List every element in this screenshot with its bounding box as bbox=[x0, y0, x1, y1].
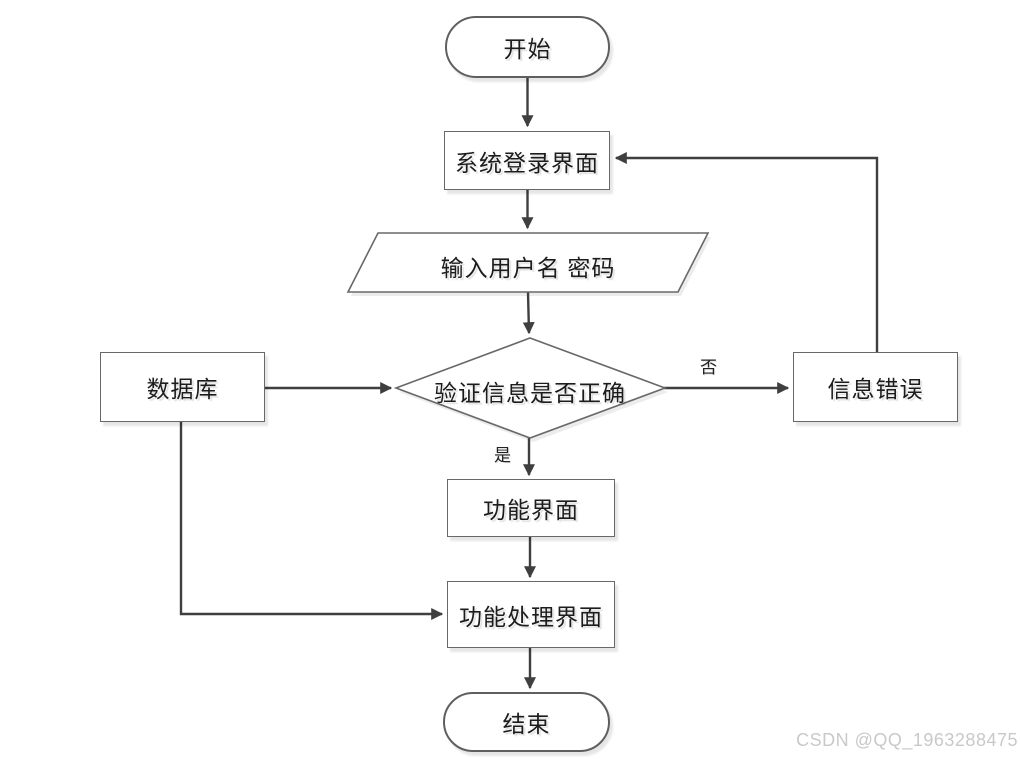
end-label: 结束 bbox=[502, 712, 551, 737]
login-label: 系统登录界面 bbox=[455, 150, 599, 176]
edge-label-yes: 是 bbox=[494, 446, 511, 465]
function-process-label: 功能处理界面 bbox=[459, 604, 603, 630]
error-label: 信息错误 bbox=[827, 377, 924, 402]
error-node: 信息错误 bbox=[793, 352, 958, 422]
function-process-node: 功能处理界面 bbox=[447, 581, 615, 648]
verify-diamond-shape bbox=[393, 337, 668, 439]
database-label: 数据库 bbox=[146, 377, 219, 402]
watermark-text: CSDN @QQ_1963288475 bbox=[796, 730, 1018, 750]
function-ui-label: 功能界面 bbox=[483, 498, 579, 523]
start-node: 开始 bbox=[445, 16, 610, 78]
edge-error-login bbox=[614, 152, 879, 352]
input-node-label: 输入用户名 密码 bbox=[440, 256, 616, 281]
verify-node-label: 验证信息是否正确 bbox=[434, 381, 626, 406]
edge-input-verify bbox=[522, 291, 535, 335]
end-node: 结束 bbox=[443, 692, 610, 752]
start-label: 开始 bbox=[503, 37, 552, 62]
database-node: 数据库 bbox=[100, 352, 265, 422]
function-ui-node: 功能界面 bbox=[447, 479, 615, 537]
edge-label-no: 否 bbox=[700, 358, 717, 377]
login-node: 系统登录界面 bbox=[444, 131, 610, 190]
edge-database-function-process bbox=[179, 422, 444, 620]
input-parallelogram-shape bbox=[346, 232, 710, 293]
